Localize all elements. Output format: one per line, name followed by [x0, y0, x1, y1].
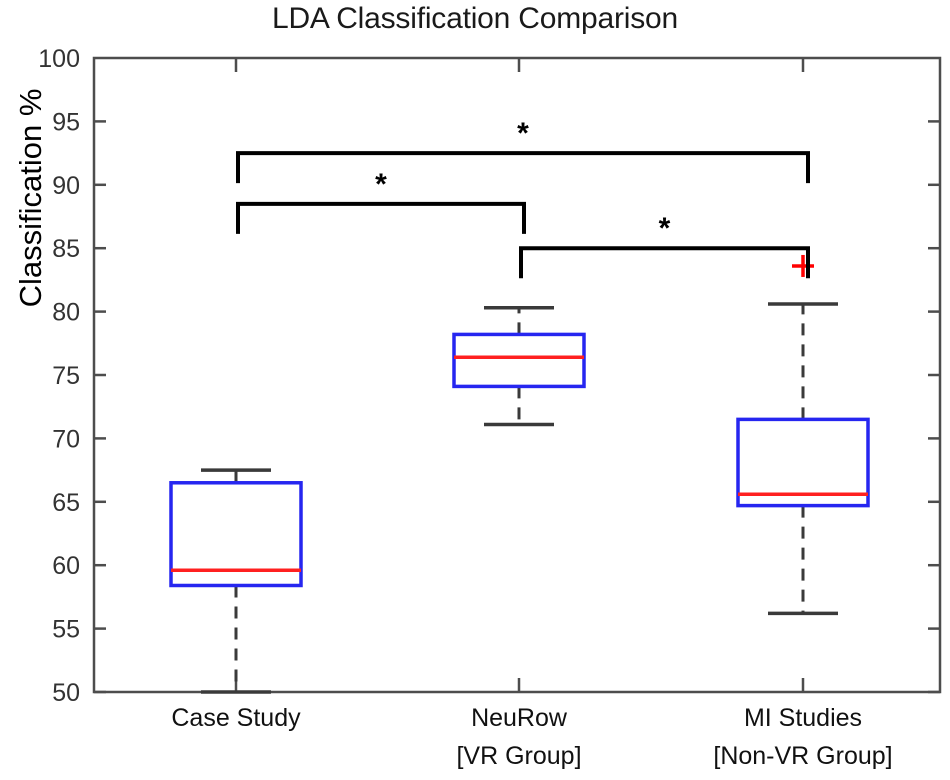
plot-frame [92, 56, 942, 694]
box-plots [169, 254, 870, 694]
y-tick-label: 50 [52, 679, 80, 707]
significance-bracket-2: * [236, 168, 526, 234]
y-tick-label: 65 [52, 489, 80, 517]
significance-asterisk: * [517, 117, 529, 150]
x-axis-ticks [234, 58, 805, 692]
significance-asterisk: * [659, 212, 671, 245]
outlier-marker [792, 254, 814, 277]
chart-title: LDA Classification Comparison [271, 2, 679, 35]
y-tick-label: 85 [52, 235, 80, 263]
y-tick-label: 95 [52, 108, 80, 136]
y-tick-label: 70 [52, 425, 80, 453]
x-category-sublabel: [VR Group] [456, 742, 581, 770]
y-tick-label: 100 [38, 45, 80, 73]
significance-bracket-1: * [236, 117, 810, 184]
y-tick-label: 55 [52, 616, 80, 644]
x-category-label: MI Studies [744, 704, 862, 732]
x-category-label: Case Study [171, 704, 301, 732]
y-axis-ticks: 50 55 60 65 70 75 80 85 90 95 100 [38, 45, 940, 707]
y-tick-label: 60 [52, 552, 80, 580]
significance-brackets: * * * [236, 117, 810, 279]
significance-bracket-3: * [519, 212, 810, 279]
box-plot-1 [169, 468, 303, 694]
y-tick-label: 80 [52, 299, 80, 327]
y-tick-label: 90 [52, 172, 80, 200]
x-category-sublabel: [Non-VR Group] [713, 742, 892, 770]
x-category-label: NeuRow [471, 704, 568, 732]
significance-asterisk: * [375, 168, 387, 201]
box-plot-2 [452, 306, 586, 427]
y-tick-label: 75 [52, 362, 80, 390]
box-plot-3 [736, 254, 870, 616]
x-axis-category-labels: Case Study NeuRow [VR Group] MI Studies [Non… [171, 704, 892, 770]
